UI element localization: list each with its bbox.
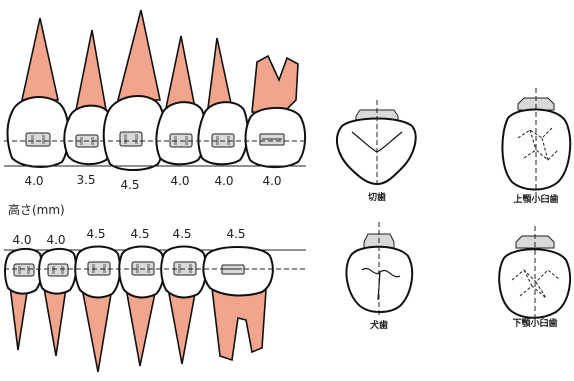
upper-bracket-3 [120,132,142,146]
lower-bracket-1 [14,264,34,276]
upper-bracket-slot-3 [124,134,127,144]
upper-height-5: 4.0 [214,174,233,188]
lower-root-3 [82,288,112,372]
lower-root-2 [44,288,66,356]
lower-height-labels: 4.0 4.0 4.5 4.5 4.5 4.5 [12,227,245,247]
lower-premolar-label: 下顎小臼歯 [512,317,557,329]
lower-bracket-slot-2b [61,266,64,274]
upper-premolar-view: 上顎小臼歯 [502,88,570,205]
upper-bracket-slot-3b [135,134,138,144]
lower-height-1: 4.0 [12,233,31,247]
incisor-view: 切歯 [337,100,416,203]
upper-crown-5 [198,102,247,164]
canine-label: 犬歯 [369,319,388,331]
lower-height-6: 4.5 [226,227,245,241]
lower-root-4 [126,288,156,366]
lower-bracket-slot-1b [27,266,30,274]
upper-root-3 [118,10,160,100]
lower-height-4: 4.5 [130,227,149,241]
upper-bracket-slot-1 [31,135,34,144]
upper-bracket-slot-1b [42,135,45,144]
lower-bracket-slot-1 [18,266,21,274]
upper-root-2 [76,30,106,110]
lower-height-2: 4.0 [46,233,65,247]
upper-bracket-1 [26,133,50,146]
upper-height-2: 3.5 [76,173,95,187]
lower-bracket-slot-2 [52,266,55,274]
upper-premolar-label: 上顎小臼歯 [513,193,558,205]
lower-bracket-3 [88,262,110,275]
lower-root-5 [168,288,196,364]
lower-premolar-view: 下顎小臼歯 [499,226,570,329]
upper-height-6: 4.0 [262,174,281,188]
upper-height-4: 4.0 [170,174,189,188]
lower-height-3: 4.5 [86,227,105,241]
upper-teeth [4,10,306,170]
upper-height-3: 4.5 [120,178,139,192]
upper-root-5 [208,38,232,108]
height-title: 高さ(mm) [8,202,65,217]
upper-root-6 [252,56,298,114]
lower-teeth [4,247,306,373]
upper-root-1 [22,18,58,100]
incisor-label: 切歯 [368,191,386,203]
upper-root-4 [166,36,195,108]
lower-root-6 [212,288,266,360]
upper-height-labels: 4.0 3.5 4.5 4.0 4.0 4.0 [24,173,281,192]
lower-root-1 [10,286,28,350]
upper-bracket-slot-4b [185,136,188,145]
upper-crown-1 [8,97,69,167]
lower-bracket-2 [48,264,68,276]
lower-height-5: 4.5 [172,227,191,241]
canine-view: 犬歯 [346,222,412,331]
upper-height-1: 4.0 [24,174,43,188]
